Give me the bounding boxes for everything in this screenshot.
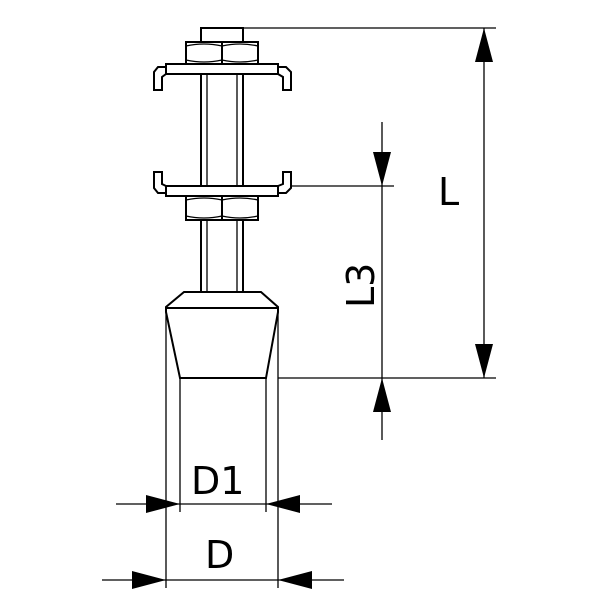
dimension-D: D [102, 312, 344, 589]
dimension-label-L3: L3 [339, 263, 383, 308]
top-nut [185, 27, 259, 65]
threaded-rod [200, 33, 244, 293]
dimension-L: L [243, 27, 496, 379]
dimension-L3: L3 [291, 122, 394, 440]
dimension-D1: D1 [116, 378, 332, 513]
conical-tip [165, 291, 279, 379]
middle-nut [185, 195, 259, 221]
dimension-label-D1: D1 [191, 459, 244, 503]
dimension-label-D: D [205, 533, 234, 577]
top-clip-washer [153, 63, 292, 91]
dimension-label-L: L [438, 170, 459, 214]
